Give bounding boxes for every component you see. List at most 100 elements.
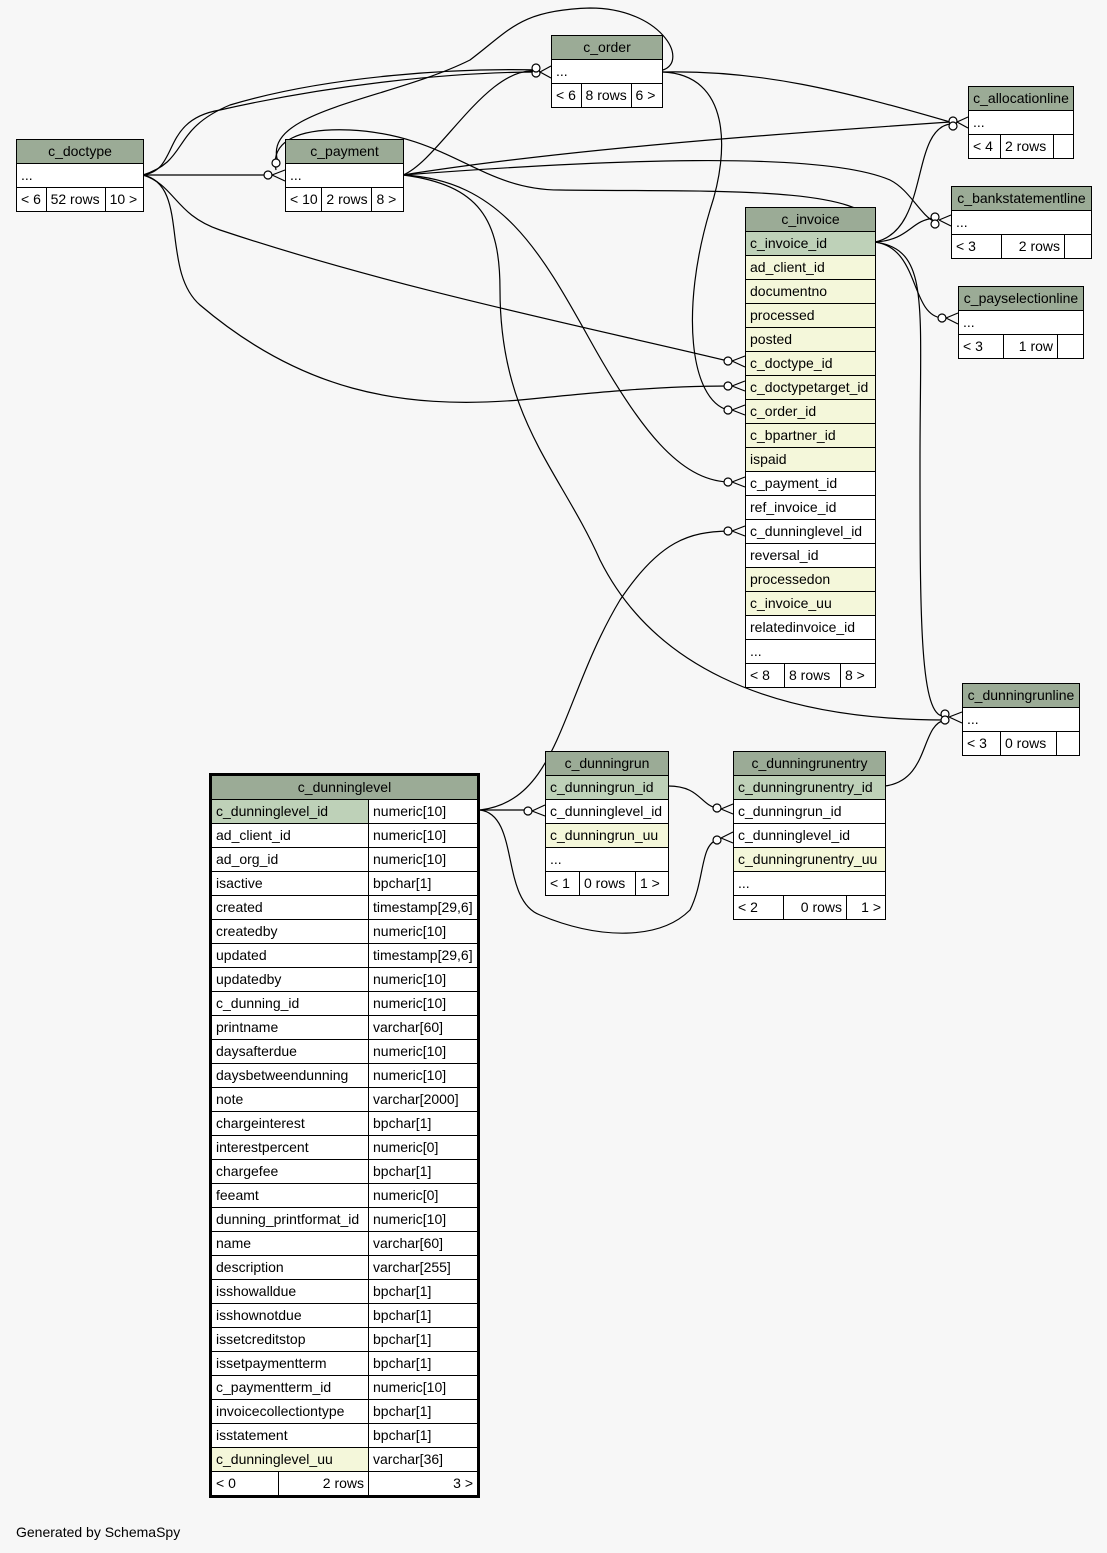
parents-link[interactable]: < 3 (959, 335, 1004, 358)
table-c-order[interactable]: c_order ... < 6 8 rows 6 > (551, 35, 663, 108)
children-link[interactable] (1057, 732, 1079, 755)
column-name[interactable]: isshowalldue (212, 1280, 369, 1303)
column-ellipsis[interactable]: ... (738, 875, 750, 891)
column-name[interactable]: issetpaymentterm (212, 1352, 369, 1375)
table-title[interactable]: c_allocationline (969, 87, 1073, 111)
table-title[interactable]: c_dunningrun (546, 752, 668, 776)
column-c-order-id[interactable]: c_order_id (750, 403, 817, 419)
table-c-payment[interactable]: c_payment ... < 10 2 rows 8 > (285, 139, 404, 212)
column-c-doctype-id[interactable]: c_doctype_id (750, 355, 833, 371)
children-link[interactable]: 10 > (109, 191, 138, 207)
column-name[interactable]: isshownotdue (212, 1304, 369, 1327)
parents-link[interactable]: < 6 (552, 84, 582, 107)
parents-link[interactable]: < 8 (746, 664, 785, 687)
column-ellipsis[interactable]: ... (967, 711, 979, 727)
column-name[interactable]: note (212, 1088, 369, 1111)
parents-link[interactable]: < 4 (969, 135, 1001, 158)
children-link[interactable]: 3 > (453, 1475, 473, 1491)
table-c-doctype[interactable]: c_doctype ... < 6 52 rows 10 > (16, 139, 144, 212)
column-ellipsis[interactable]: ... (21, 167, 33, 183)
column-name[interactable]: c_dunninglevel_id (212, 800, 369, 823)
column-name[interactable]: isactive (212, 872, 369, 895)
column-name[interactable]: ad_org_id (212, 848, 369, 871)
children-link[interactable]: 1 > (640, 875, 660, 891)
children-link[interactable]: 1 > (861, 899, 881, 915)
column-name[interactable]: name (212, 1232, 369, 1255)
children-link[interactable] (1058, 335, 1083, 358)
column-name[interactable]: interestpercent (212, 1136, 369, 1159)
table-title[interactable]: c_dunninglevel (212, 776, 477, 800)
column-ad-client-id[interactable]: ad_client_id (750, 259, 825, 275)
column-c-dunninglevel-id[interactable]: c_dunninglevel_id (550, 803, 663, 819)
column-name[interactable]: c_paymentterm_id (212, 1376, 369, 1399)
column-reversal-id[interactable]: reversal_id (750, 547, 819, 563)
column-name[interactable]: daysbetweendunning (212, 1064, 369, 1087)
column-ispaid[interactable]: ispaid (750, 451, 787, 467)
table-c-invoice[interactable]: c_invoice c_invoice_id ad_client_id docu… (745, 207, 876, 688)
column-c-doctypetarget-id[interactable]: c_doctypetarget_id (750, 379, 869, 395)
column-name[interactable]: daysafterdue (212, 1040, 369, 1063)
table-title[interactable]: c_doctype (17, 140, 143, 164)
column-name[interactable]: printname (212, 1016, 369, 1039)
table-c-payselectionline[interactable]: c_payselectionline ... < 3 1 row (958, 286, 1084, 359)
parents-link[interactable]: < 1 (546, 872, 580, 895)
column-processed[interactable]: processed (750, 307, 815, 323)
column-c-dunninglevel-id[interactable]: c_dunninglevel_id (750, 523, 863, 539)
column-name[interactable]: updated (212, 944, 369, 967)
column-name[interactable]: invoicecollectiontype (212, 1400, 369, 1423)
column-c-dunningrunentry-uu[interactable]: c_dunningrunentry_uu (738, 851, 878, 867)
column-documentno[interactable]: documentno (750, 283, 828, 299)
children-link[interactable] (1054, 135, 1073, 158)
table-title[interactable]: c_dunningrunline (963, 684, 1079, 708)
table-title[interactable]: c_payselectionline (959, 287, 1083, 311)
column-name[interactable]: createdby (212, 920, 369, 943)
column-name[interactable]: isstatement (212, 1424, 369, 1447)
column-c-bpartner-id[interactable]: c_bpartner_id (750, 427, 836, 443)
column-name[interactable]: dunning_printformat_id (212, 1208, 369, 1231)
parents-link[interactable]: < 3 (963, 732, 1001, 755)
children-link[interactable] (1065, 235, 1091, 258)
column-ellipsis[interactable]: ... (556, 63, 568, 79)
column-name[interactable]: updatedby (212, 968, 369, 991)
parents-link[interactable]: < 2 (734, 896, 784, 919)
children-link[interactable]: 8 > (376, 191, 397, 207)
parents-link[interactable]: < 6 (17, 188, 47, 211)
column-ellipsis[interactable]: ... (550, 851, 562, 867)
table-c-dunningrunentry[interactable]: c_dunningrunentry c_dunningrunentry_id c… (733, 751, 886, 920)
column-posted[interactable]: posted (750, 331, 793, 347)
table-c-bankstatementline[interactable]: c_bankstatementline ... < 3 2 rows (951, 186, 1092, 259)
column-name[interactable]: feeamt (212, 1184, 369, 1207)
column-name[interactable]: chargeinterest (212, 1112, 369, 1135)
column-ellipsis[interactable]: ... (973, 114, 985, 130)
table-c-dunningrun[interactable]: c_dunningrun c_dunningrun_id c_dunningle… (545, 751, 669, 896)
column-c-dunninglevel-id[interactable]: c_dunninglevel_id (738, 827, 851, 843)
column-ellipsis[interactable]: ... (290, 167, 302, 183)
table-title[interactable]: c_order (552, 36, 662, 60)
column-processedon[interactable]: processedon (750, 571, 831, 587)
column-name[interactable]: c_dunning_id (212, 992, 369, 1015)
parents-link[interactable]: < 0 (212, 1472, 279, 1495)
column-relatedinvoice-id[interactable]: relatedinvoice_id (750, 619, 856, 635)
column-name[interactable]: ad_client_id (212, 824, 369, 847)
column-name[interactable]: issetcreditstop (212, 1328, 369, 1351)
table-title[interactable]: c_dunningrunentry (734, 752, 885, 776)
